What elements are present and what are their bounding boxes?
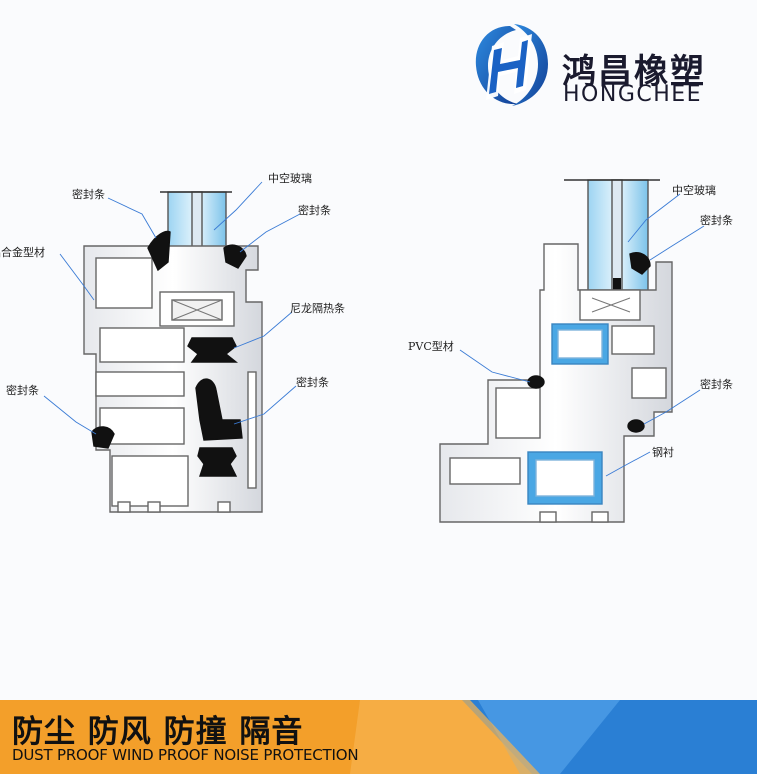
- footer-blue-stripe: [350, 700, 757, 774]
- brand-name-en: HONGCHEE: [563, 82, 703, 107]
- label-steel-liner: 钢衬: [652, 446, 674, 459]
- label-hollow-glass-left: 中空玻璃: [268, 172, 312, 185]
- brand-name-cn: 鸿昌橡塑: [562, 52, 706, 92]
- label-seal-top-left: 密封条: [72, 188, 105, 201]
- profile-cross-sections: [43, 179, 705, 523]
- brand-logo: 鸿昌橡塑 HONGCHEE: [470, 20, 740, 110]
- label-seal-top-right: 密封条: [298, 204, 331, 217]
- label-seal-lower-right: 密封条: [296, 376, 329, 389]
- label-hollow-glass-right: 中空玻璃: [672, 184, 716, 197]
- footer-title-cn: 防尘 防风 防撞 隔音: [12, 714, 304, 750]
- label-seal-top-pvc: 密封条: [700, 214, 733, 227]
- label-pvc-profile: PVC型材: [408, 340, 454, 353]
- aluminum-profile-section: [83, 191, 263, 513]
- label-seal-mid-pvc: 密封条: [700, 378, 733, 391]
- footer-title-en: DUST PROOF WIND PROOF NOISE PROTECTION: [12, 746, 359, 764]
- label-seal-lower-left: 密封条: [6, 384, 39, 397]
- footer-banner: 防尘 防风 防撞 隔音 DUST PROOF WIND PROOF NOISE …: [0, 700, 757, 774]
- label-alloy-profile: 铝合金型材: [0, 246, 45, 259]
- hongchee-logo-icon: [475, 24, 548, 106]
- pvc-profile-section: [439, 179, 673, 523]
- window-profile-diagram: 密封条 中空玻璃 密封条 铝合金型材 尼龙隔热条 密封条 密封条 中空玻璃 密封…: [0, 150, 757, 690]
- label-nylon-strip: 尼龙隔热条: [290, 302, 345, 315]
